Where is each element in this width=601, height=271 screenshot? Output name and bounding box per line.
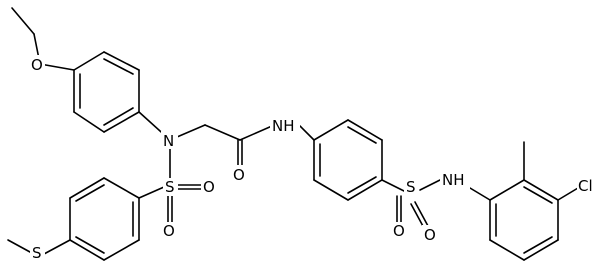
atom-o-sulfonyl-1b: O <box>163 222 175 240</box>
central-phenyl-ring <box>313 119 383 201</box>
atom-o-sulfonyl-2a: O <box>393 222 405 240</box>
atom-s-thioether: S <box>32 244 42 262</box>
atom-cl: Cl <box>578 177 593 195</box>
atom-o-ethoxy: O <box>31 56 43 74</box>
amine-connections <box>138 111 241 179</box>
atom-o-sulfonyl-2b: O <box>424 226 436 244</box>
atom-n-amine: N <box>163 132 174 150</box>
atom-nh-sulfonamide: NH <box>442 171 465 189</box>
atom-o-carbonyl: O <box>233 166 245 184</box>
atom-o-sulfonyl-1a: O <box>203 178 215 196</box>
ethoxyphenyl-ring <box>73 51 140 133</box>
atom-nh-amide: NH <box>272 117 295 135</box>
atom-labels: O N S O O S O NH S O O NH Cl <box>29 55 599 262</box>
atom-s-sulfonyl-2: S <box>406 178 416 196</box>
amide-group <box>237 125 315 166</box>
chloromethylphenyl-ring <box>489 141 579 261</box>
atom-s-sulfonyl-1: S <box>165 178 175 196</box>
sulfonyl-2-bonds <box>381 179 491 229</box>
methylthiophenyl-ring <box>7 177 140 261</box>
sulfonyl-1-bonds <box>138 184 202 223</box>
